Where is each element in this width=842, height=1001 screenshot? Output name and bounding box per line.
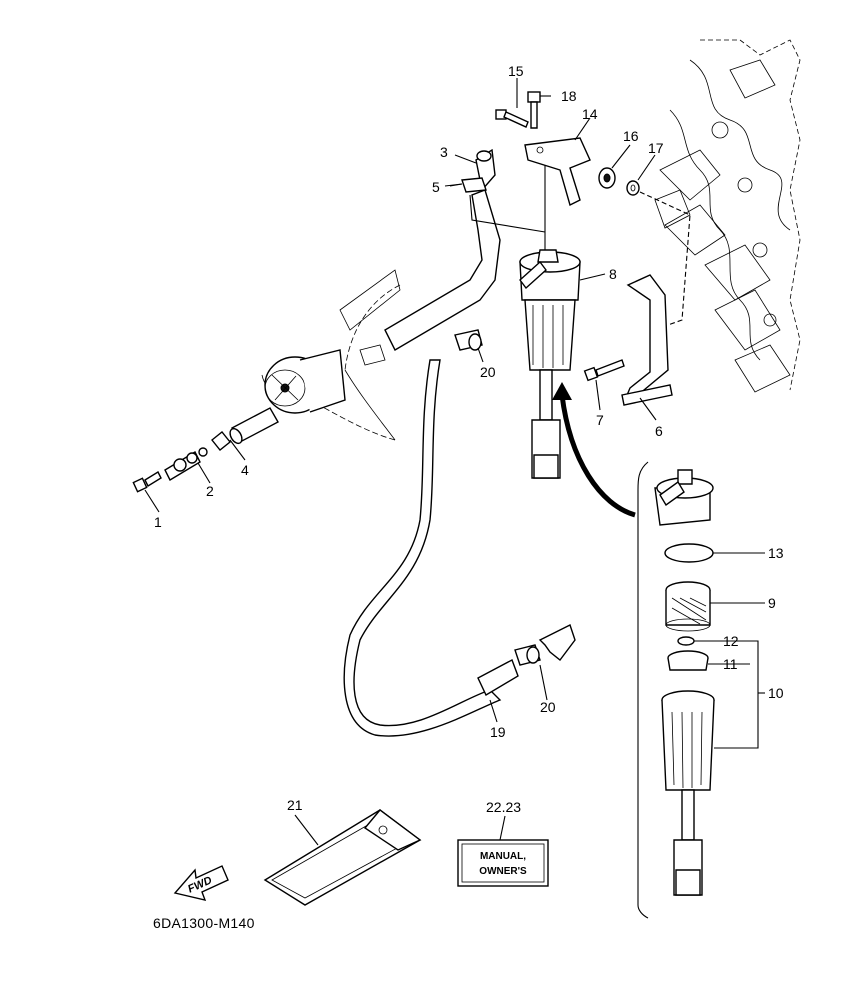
part-20-clip-upper bbox=[454, 329, 483, 351]
callout-9: 9 bbox=[768, 595, 776, 611]
part-7-screw bbox=[583, 359, 625, 382]
part-4-adapter bbox=[211, 407, 279, 451]
callout-1: 1 bbox=[154, 514, 162, 530]
part-14-bracket bbox=[524, 137, 591, 207]
callout-22-23: 22.23 bbox=[486, 799, 521, 815]
detail-arrow bbox=[552, 382, 636, 518]
part-16-grommet bbox=[598, 167, 616, 189]
diagram-code: 6DA1300-M140 bbox=[153, 915, 255, 931]
callout-7: 7 bbox=[596, 412, 604, 428]
callout-19: 19 bbox=[490, 724, 506, 740]
callout-2: 2 bbox=[206, 483, 214, 499]
part-17-collar bbox=[626, 180, 640, 196]
part-9-element bbox=[665, 581, 711, 632]
callout-4: 4 bbox=[241, 462, 249, 478]
manual-box-line2: OWNER'S bbox=[479, 866, 527, 877]
callout-10: 10 bbox=[768, 685, 784, 701]
hose-upper bbox=[384, 189, 501, 351]
part-13-o-ring bbox=[664, 543, 714, 563]
callout-5: 5 bbox=[432, 179, 440, 195]
callout-17: 17 bbox=[648, 140, 664, 156]
manual-box-line1: MANUAL, bbox=[480, 851, 526, 862]
part-19-fuel-hose bbox=[343, 359, 519, 737]
engine-block-outline bbox=[654, 39, 801, 393]
callout-21: 21 bbox=[287, 797, 303, 813]
forward-arrow-icon: FWD bbox=[173, 865, 229, 901]
part-1-screw bbox=[132, 471, 162, 493]
callout-6: 6 bbox=[655, 423, 663, 439]
leader-line bbox=[639, 191, 691, 326]
part-21-pouch bbox=[263, 809, 422, 906]
part-12-ring bbox=[677, 636, 695, 646]
part-8-fuel-filter bbox=[519, 249, 581, 479]
callout-20-lower: 20 bbox=[540, 699, 556, 715]
callout-12: 12 bbox=[723, 633, 739, 649]
callout-18: 18 bbox=[561, 88, 577, 104]
callout-11: 11 bbox=[723, 656, 738, 672]
callout-labels: 15 18 14 16 17 3 5 8 20 7 6 1 2 4 13 9 1… bbox=[154, 63, 784, 815]
leader-line bbox=[469, 194, 546, 233]
part-20-clip-lower bbox=[514, 624, 576, 666]
callout-leaders bbox=[144, 78, 765, 846]
part-2-fitting bbox=[164, 447, 208, 481]
owners-manual-box: MANUAL, OWNER'S bbox=[457, 839, 549, 887]
part-11-float bbox=[667, 650, 709, 671]
callout-15: 15 bbox=[508, 63, 524, 79]
callout-14: 14 bbox=[582, 106, 598, 122]
callout-16: 16 bbox=[623, 128, 639, 144]
propeller-hub bbox=[264, 349, 346, 414]
part-15-bolt bbox=[495, 109, 529, 128]
part-10-cup bbox=[661, 690, 715, 896]
callout-8: 8 bbox=[609, 266, 617, 282]
detail-filter-head bbox=[654, 469, 714, 526]
detail-bracket bbox=[637, 461, 649, 919]
callout-13: 13 bbox=[768, 545, 784, 561]
part-18-bolt bbox=[527, 91, 541, 129]
part-6-cover bbox=[621, 274, 673, 406]
callout-20-upper: 20 bbox=[480, 364, 496, 380]
callout-3: 3 bbox=[440, 144, 448, 160]
